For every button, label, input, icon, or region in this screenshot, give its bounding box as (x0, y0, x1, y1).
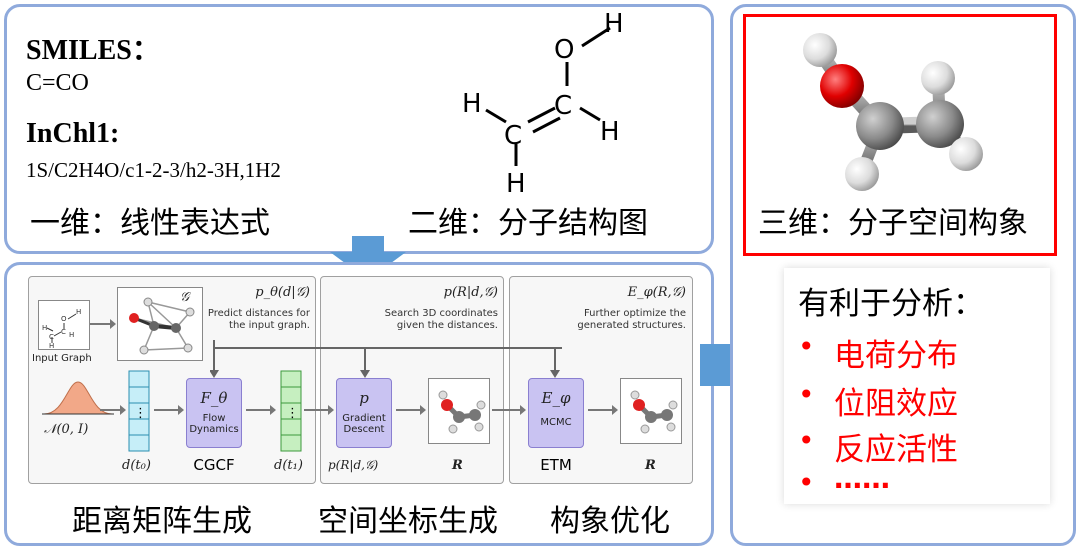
molecule-3d-icon (803, 33, 983, 191)
benefit-item-steric: 位阻效应 (834, 386, 958, 422)
graph-symbol: 𝒢 (180, 290, 190, 305)
stage3-desc-2: generated structures. (577, 320, 686, 331)
d-t1-label: d(t₁) (274, 458, 303, 473)
input-graph-label: Input Graph (32, 353, 92, 364)
caption-conformation: 构象优化 (550, 504, 670, 539)
vdots-t0: ⋮ (134, 406, 147, 421)
bond-c-h-left (485, 108, 507, 124)
distance-vector-t1 (280, 370, 302, 452)
arrow-to-r-icon (396, 405, 426, 415)
caption-1d: 一维：线性表达式 (30, 206, 270, 241)
flow-desc-2: Dynamics (189, 424, 239, 435)
flow-name: CGCF (193, 456, 235, 474)
arrow-noise-icon (100, 405, 126, 415)
representation-panel (4, 4, 714, 254)
arrow-to-etm-icon (492, 405, 526, 415)
benefit-bullet-2: • (798, 378, 815, 411)
etm-module: E_φ MCMC (528, 378, 584, 448)
benefits-title: 有利于分析： (798, 286, 984, 322)
arrow-to-dt1-icon (246, 405, 276, 415)
bond-c-c-2 (532, 116, 561, 134)
stage3-desc-1: Further optimize the (583, 308, 686, 319)
atom-h-right: H (600, 117, 620, 147)
arrow-to-flow-icon (154, 405, 184, 415)
down-arrow-icon (330, 236, 406, 280)
smiles-value: C=CO (26, 70, 89, 96)
svg-text:H: H (76, 308, 81, 316)
conformer-box-2 (620, 378, 682, 444)
caption-distance: 距离矩阵生成 (72, 504, 252, 539)
flow-dynamics-module: F_θ Flow Dynamics (186, 378, 242, 448)
svg-text:H: H (49, 342, 54, 349)
r-label-1: R (452, 458, 463, 473)
svg-text:H: H (69, 331, 74, 339)
input-graph-icon: OH CC HHH (42, 308, 81, 350)
conformer-icon-2 (630, 390, 678, 434)
d-t0-label: d(t₀) (122, 458, 151, 473)
graph-g-box (117, 287, 203, 361)
etm-desc: MCMC (540, 417, 572, 428)
stage1-desc-1: Predict distances for (207, 308, 310, 319)
benefit-bullet-4: • (798, 466, 815, 499)
molecular-graph-icon (129, 297, 195, 355)
arrow-to-graph-icon (90, 319, 116, 329)
gd-desc-1: Gradient (342, 413, 386, 424)
caption-3d: 三维：分子空间构象 (758, 206, 1028, 241)
atom-h-bottom: H (506, 169, 526, 196)
gd-desc-2: Descent (343, 424, 385, 435)
flow-symbol: F_θ (200, 389, 228, 407)
svg-text:H: H (42, 324, 47, 332)
arrow-to-r2-icon (588, 405, 618, 415)
bond-c-h-right (579, 106, 601, 122)
stage2-desc-1: Search 3D coordinates (384, 308, 498, 319)
atom-c-top: C (554, 91, 572, 121)
gd-output-label: p(R|d,𝒢) (328, 458, 379, 472)
atom-h-left: H (462, 89, 482, 119)
etm-name: ETM (540, 456, 572, 474)
gd-symbol: p (359, 389, 369, 407)
atom-h-top: H (604, 9, 624, 39)
benefit-item-reactivity: 反应活性 (834, 432, 958, 468)
graph-connectors (210, 340, 562, 378)
distance-vector-t0 (128, 370, 150, 452)
etm-symbol: E_φ (541, 389, 571, 407)
noise-label: 𝒩(0, I) (44, 422, 89, 437)
benefit-item-charge: 电荷分布 (834, 338, 958, 374)
stage1-desc-2: the input graph. (229, 320, 310, 331)
caption-2d: 二维：分子结构图 (408, 206, 648, 241)
caption-coordinate: 空间坐标生成 (318, 504, 498, 539)
smiles-label: SMILES： (26, 35, 160, 66)
arrow-to-gd-icon (304, 405, 334, 415)
atom-c-bottom: C (504, 121, 522, 151)
benefit-item-more: …… (834, 462, 890, 495)
stage3-formula: E_φ(R,𝒢) (627, 285, 686, 300)
bond-o-h (581, 26, 611, 48)
benefit-bullet-3: • (798, 424, 815, 457)
flow-desc-1: Flow (202, 413, 226, 424)
atom-o: O (554, 35, 574, 65)
vdots-t1: ⋮ (286, 406, 299, 421)
svg-text:C: C (49, 333, 54, 341)
r-label-2: R (645, 458, 656, 473)
benefit-bullet-1: • (798, 330, 815, 363)
stage2-desc-2: given the distances. (396, 320, 498, 331)
svg-text:C: C (61, 328, 66, 336)
stage1-formula: p_θ(d|𝒢) (255, 285, 310, 300)
inchi-label: InChl1: (26, 118, 120, 149)
gradient-descent-module: p Gradient Descent (336, 378, 392, 448)
inchi-value: 1S/C2H4O/c1-2-3/h2-3H,1H2 (26, 158, 281, 182)
conformer-box-1 (428, 378, 490, 444)
benefits-box (784, 268, 1050, 504)
stage2-formula: p(R|d,𝒢) (443, 285, 498, 300)
svg-text:O: O (61, 315, 67, 323)
bond-c-c-1 (527, 106, 556, 124)
conformer-icon-1 (438, 390, 486, 434)
structure-2d: O H C H C H H (462, 9, 624, 196)
